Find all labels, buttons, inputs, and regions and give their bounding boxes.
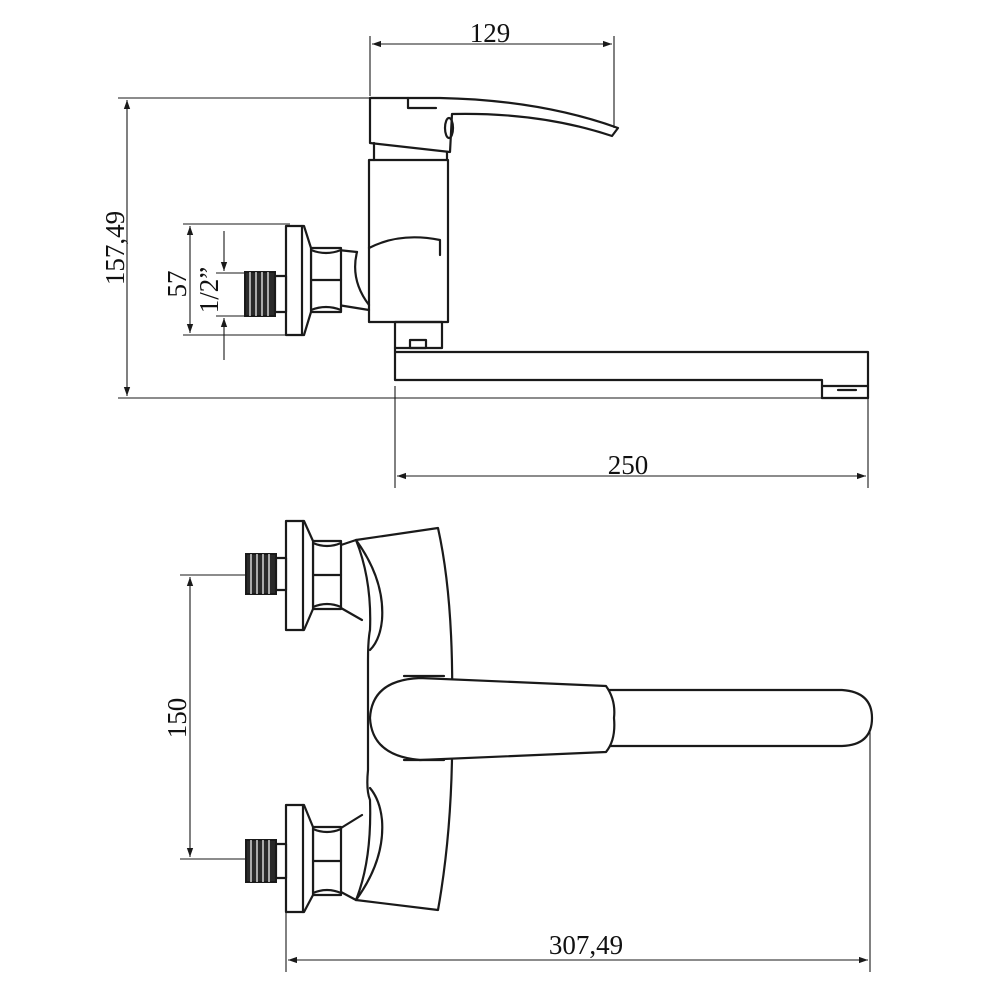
dim-total-height: 157,49 [100,211,130,285]
side-extension-lines [118,36,869,488]
dim-inlet-spacing: 150 [162,698,192,739]
dim-total-length: 307,49 [549,930,623,960]
dim-spout-length: 250 [608,450,649,480]
side-faucet-body [244,96,870,400]
top-faucet-body [245,519,874,914]
top-view: 150 307,49 [162,519,874,972]
dim-top-width: 129 [470,18,511,48]
dim-thread-size: 1/2” [194,267,224,314]
side-view: 129 157,49 57 1/2” 250 [100,18,870,488]
top-extension-lines [180,574,871,972]
dim-thread-spacing: 57 [162,271,192,298]
